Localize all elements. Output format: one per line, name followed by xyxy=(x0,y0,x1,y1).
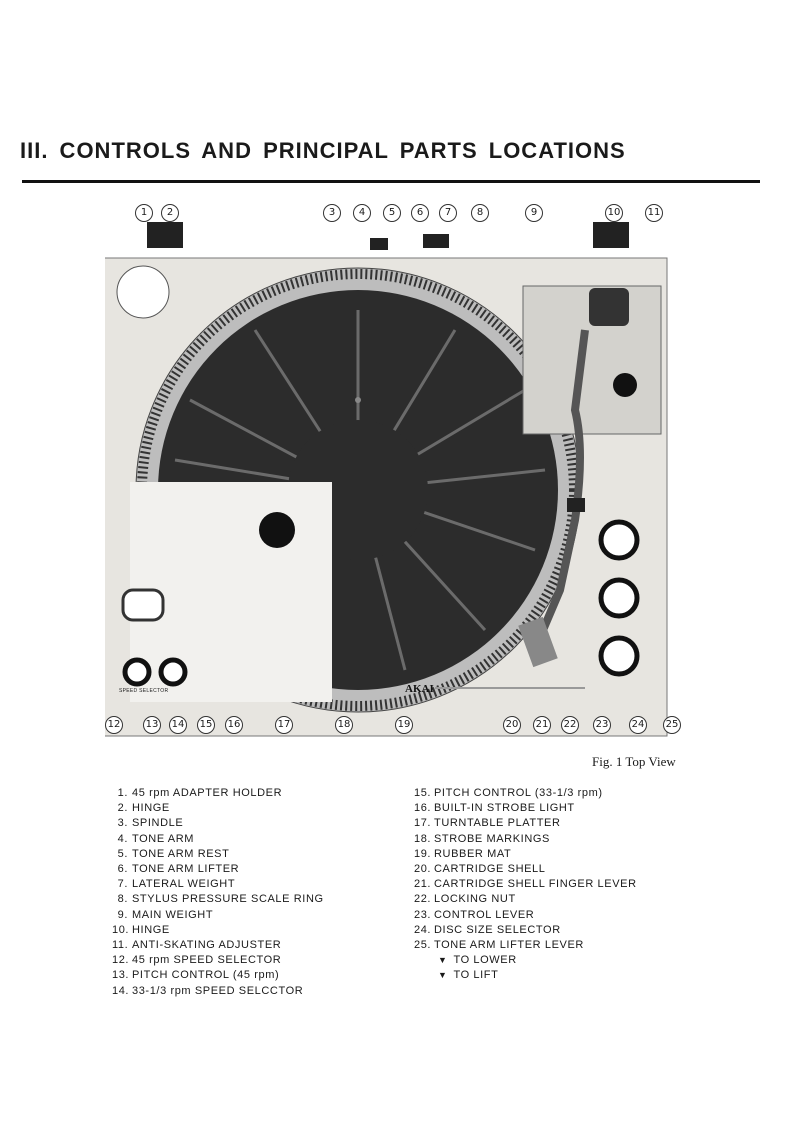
spindle xyxy=(355,397,361,403)
brand-label: AKAI xyxy=(405,683,434,695)
control-lever-knob xyxy=(598,635,640,677)
list-item: 24.DISC SIZE SELECTOR xyxy=(414,923,561,936)
callout-16: 16 xyxy=(225,716,243,734)
list-item: 15.PITCH CONTROL (33-1/3 rpm) xyxy=(414,787,603,799)
speed-45-knob xyxy=(122,657,152,687)
list-item: 17.TURNTABLE PLATTER xyxy=(414,817,561,830)
callout-24: 24 xyxy=(629,716,647,734)
list-item: 9.MAIN WEIGHT xyxy=(117,908,214,921)
parts-list-right: 15.PITCH CONTROL (33-1/3 rpm) 16.BUILT-I… xyxy=(414,786,637,984)
turntable-figure: AKAI 1 2 3 4 5 6 7 8 9 10 11 12 13 14 15… xyxy=(96,200,685,740)
list-item: 22.LOCKING NUT xyxy=(414,893,516,906)
list-item: 12.45 rpm SPEED SELECTOR xyxy=(112,954,282,967)
list-item: 23.CONTROL LEVER xyxy=(414,908,535,921)
tone-arm xyxy=(539,329,589,632)
locking-nut xyxy=(567,498,585,512)
list-item: 8.STYLUS PRESSURE SCALE RING xyxy=(117,893,324,906)
anti-skating-knob xyxy=(613,373,637,397)
list-item: 1.45 rpm ADAPTER HOLDER xyxy=(117,787,283,799)
disc-size-knob xyxy=(598,577,640,619)
callout-9: 9 xyxy=(525,204,543,222)
strobe-dots xyxy=(137,269,579,711)
callout-14: 14 xyxy=(169,716,187,734)
list-item: 14.33-1/3 rpm SPEED SELCCTOR xyxy=(112,984,304,997)
list-item: 3.SPINDLE xyxy=(117,817,184,830)
callout-21: 21 xyxy=(533,716,551,734)
turntable-illustration: AKAI xyxy=(96,222,668,737)
callout-13: 13 xyxy=(143,716,161,734)
callout-22: 22 xyxy=(561,716,579,734)
arrow-down-icon: ▼ xyxy=(438,970,448,981)
lifter-lever-knob xyxy=(598,519,640,561)
list-item-lift: ▼ TO LIFT xyxy=(414,968,637,983)
list-item-lower: ▼ TO LOWER xyxy=(414,953,637,968)
list-item: 25.TONE ARM LIFTER LEVER xyxy=(414,939,584,952)
list-item: 10.HINGE xyxy=(112,923,170,936)
callout-19: 19 xyxy=(395,716,413,734)
list-item: 11.ANTI-SKATING ADJUSTER xyxy=(112,939,282,952)
hinge-right xyxy=(593,222,629,248)
callout-20: 20 xyxy=(503,716,521,734)
page-title: III. CONTROLS AND PRINCIPAL PARTS LOCATI… xyxy=(20,138,626,163)
main-weight xyxy=(589,288,629,326)
adapter-holder xyxy=(116,265,170,319)
callout-25: 25 xyxy=(663,716,681,734)
callout-1: 1 xyxy=(135,204,153,222)
callout-18: 18 xyxy=(335,716,353,734)
speed-selector-label: SPEED SELECTOR xyxy=(119,688,169,694)
callout-3: 3 xyxy=(323,204,341,222)
callout-5: 5 xyxy=(383,204,401,222)
list-item: 13.PITCH CONTROL (45 rpm) xyxy=(112,969,280,982)
cutaway-hub xyxy=(259,512,295,548)
title-rule xyxy=(22,180,760,183)
callout-10: 10 xyxy=(605,204,623,222)
strobe-light xyxy=(121,588,165,622)
callout-17: 17 xyxy=(275,716,293,734)
list-item: 18.STROBE MARKINGS xyxy=(414,832,550,845)
list-item: 21.CARTRIDGE SHELL FINGER LEVER xyxy=(414,878,637,891)
list-item: 6.TONE ARM LIFTER xyxy=(117,863,240,876)
hinge-left xyxy=(147,222,183,248)
list-item: 2.HINGE xyxy=(117,802,170,815)
callout-23: 23 xyxy=(593,716,611,734)
arm-rest-top-b xyxy=(423,234,449,248)
list-item: 20.CARTRIDGE SHELL xyxy=(414,863,546,876)
figure-caption: Fig. 1 Top View xyxy=(592,754,676,769)
arm-rest-top-a xyxy=(370,238,388,250)
callout-4: 4 xyxy=(353,204,371,222)
callout-15: 15 xyxy=(197,716,215,734)
callout-8: 8 xyxy=(471,204,489,222)
speed-33-knob xyxy=(158,657,188,687)
callout-7: 7 xyxy=(439,204,457,222)
list-item: 7.LATERAL WEIGHT xyxy=(117,878,236,891)
list-item: 5.TONE ARM REST xyxy=(117,847,230,860)
parts-list-left: 1.45 rpm ADAPTER HOLDER 2.HINGE 3.SPINDL… xyxy=(112,786,324,999)
list-item: 4.TONE ARM xyxy=(117,832,195,845)
callout-6: 6 xyxy=(411,204,429,222)
callout-12: 12 xyxy=(105,716,123,734)
callout-11: 11 xyxy=(645,204,663,222)
arrow-down-icon: ▼ xyxy=(438,955,448,966)
callout-2: 2 xyxy=(161,204,179,222)
cartridge-shell xyxy=(518,616,558,668)
list-item: 19.RUBBER MAT xyxy=(414,847,512,860)
list-item: 16.BUILT-IN STROBE LIGHT xyxy=(414,802,575,815)
